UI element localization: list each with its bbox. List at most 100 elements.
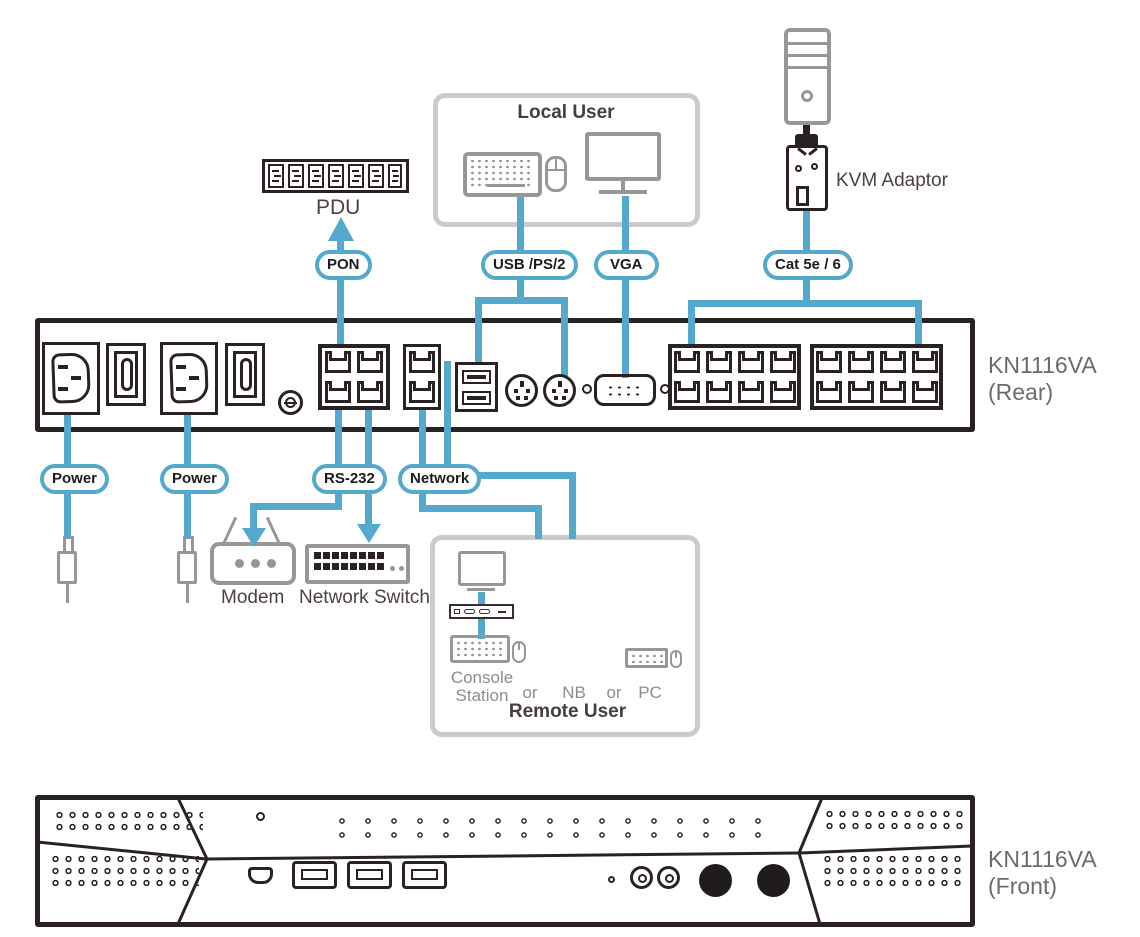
pon-tag: PON — [315, 250, 372, 280]
usb-ps2-split-bar — [475, 297, 568, 304]
rj45-port — [325, 381, 351, 403]
pon-arrow-up-icon — [328, 217, 354, 241]
pdu-power-strip-icon — [262, 159, 409, 193]
usb-drop-cable — [475, 297, 482, 365]
rj45-port — [815, 351, 842, 373]
pdu-outlet — [288, 164, 304, 188]
nb-label: NB — [562, 683, 586, 702]
cat5e-tag: Cat 5e / 6 — [763, 250, 853, 280]
network-cable-2 — [444, 361, 451, 479]
local-monitor-stand — [621, 181, 625, 191]
or-label-2: or — [606, 683, 622, 702]
pc-label: PC — [638, 683, 662, 702]
rs232-tag: RS-232 — [312, 464, 387, 494]
ps2-keyboard-port-icon — [505, 374, 538, 407]
pdu-outlet — [388, 164, 402, 188]
pon-cable — [337, 239, 344, 344]
vent-holes-top-right — [823, 808, 963, 834]
vent-holes-top-left — [53, 809, 203, 835]
rs232-elbow — [250, 503, 342, 510]
front-model-label: KN1116VA (Front) — [988, 846, 1097, 899]
rj45-port — [357, 381, 383, 403]
console-keyboard-icon — [450, 635, 510, 663]
front-usb-port-1 — [292, 861, 337, 889]
local-user-title: Local User — [517, 102, 615, 123]
console-mouse-icon — [512, 641, 526, 663]
rj45-block-kvm-2 — [810, 344, 943, 410]
power-switch-2-icon — [225, 343, 265, 406]
rs232-cable — [335, 408, 342, 510]
ps2-mouse-port-icon — [543, 374, 576, 407]
vga-screw — [582, 384, 592, 394]
console-monitor-icon — [458, 551, 506, 586]
console-station-icon — [449, 604, 514, 619]
console-monitor-base — [467, 588, 495, 591]
computer-tower-icon — [784, 28, 831, 125]
vga-cable — [622, 196, 629, 378]
rj45-port — [409, 381, 435, 403]
console-kb-cable — [478, 617, 485, 639]
front-power-button-2 — [757, 864, 790, 897]
pdu-outlet — [308, 164, 324, 188]
network-cable-1-drop — [535, 505, 542, 539]
rs232-drop — [250, 503, 257, 530]
pdu-outlet — [348, 164, 364, 188]
power-tag-2: Power — [160, 464, 230, 494]
front-lcd-dot — [256, 812, 265, 821]
remote-user-title: Remote User — [508, 701, 627, 722]
rj45-port — [673, 351, 700, 373]
or-label-1: or — [522, 683, 538, 702]
power-tag-1: Power — [40, 464, 110, 494]
local-monitor-icon — [585, 132, 661, 181]
vga-screw — [660, 384, 670, 394]
kvm-adaptor-label: KVM Adaptor — [836, 170, 948, 191]
network-tag: Network — [398, 464, 482, 494]
network-cable-1-elbow — [419, 505, 542, 512]
rj45-port — [737, 351, 764, 373]
port-led-indicators — [329, 814, 761, 842]
vga-port-icon — [594, 374, 656, 406]
rj45-port — [357, 351, 383, 373]
network-cable-1 — [419, 410, 426, 512]
front-knob-2 — [657, 866, 680, 889]
rj45-port — [325, 351, 351, 373]
cat5e-drop-left — [688, 300, 695, 344]
rj45-port — [769, 351, 796, 373]
front-usb-port-2 — [347, 861, 392, 889]
pdu-outlet — [328, 164, 344, 188]
rj45-port — [847, 381, 874, 403]
usb-ps2-tag: USB /PS/2 — [481, 250, 578, 280]
rj45-port — [409, 351, 435, 373]
rj45-block-lan — [403, 344, 441, 410]
front-usb-port-3 — [402, 861, 447, 889]
network-cable-2-elbow — [444, 472, 576, 479]
console-monitor-cable — [478, 592, 485, 606]
pc-keyboard-icon — [625, 648, 668, 668]
vent-holes-bottom-right — [821, 853, 965, 891]
rj45-port — [911, 381, 938, 403]
mini-usb-port — [248, 867, 273, 884]
ac-inlet-2 — [160, 342, 218, 415]
rj45-port — [815, 381, 842, 403]
rj45-block-pon-serial — [318, 344, 390, 410]
modem-arrow-icon — [242, 528, 266, 547]
cat5e-bar — [688, 300, 922, 307]
ac-inlet-1 — [42, 342, 100, 415]
rj45-block-kvm-1 — [668, 344, 801, 410]
network-cable-2-drop — [569, 472, 576, 539]
pdu-outlet — [368, 164, 384, 188]
front-knob-1 — [630, 866, 653, 889]
vent-holes-bottom-left — [49, 853, 199, 891]
rj45-port — [705, 351, 732, 373]
switch-arrow-icon — [357, 524, 381, 543]
rj45-port — [911, 351, 938, 373]
pdu-outlet — [268, 164, 284, 188]
rj45-port — [847, 351, 874, 373]
ps2-drop-cable — [561, 297, 568, 377]
rj45-port — [737, 381, 764, 403]
pdu-label: PDU — [316, 196, 361, 219]
modem-label: Modem — [221, 587, 285, 608]
rear-usb-ports — [455, 362, 498, 412]
rj45-port — [705, 381, 732, 403]
